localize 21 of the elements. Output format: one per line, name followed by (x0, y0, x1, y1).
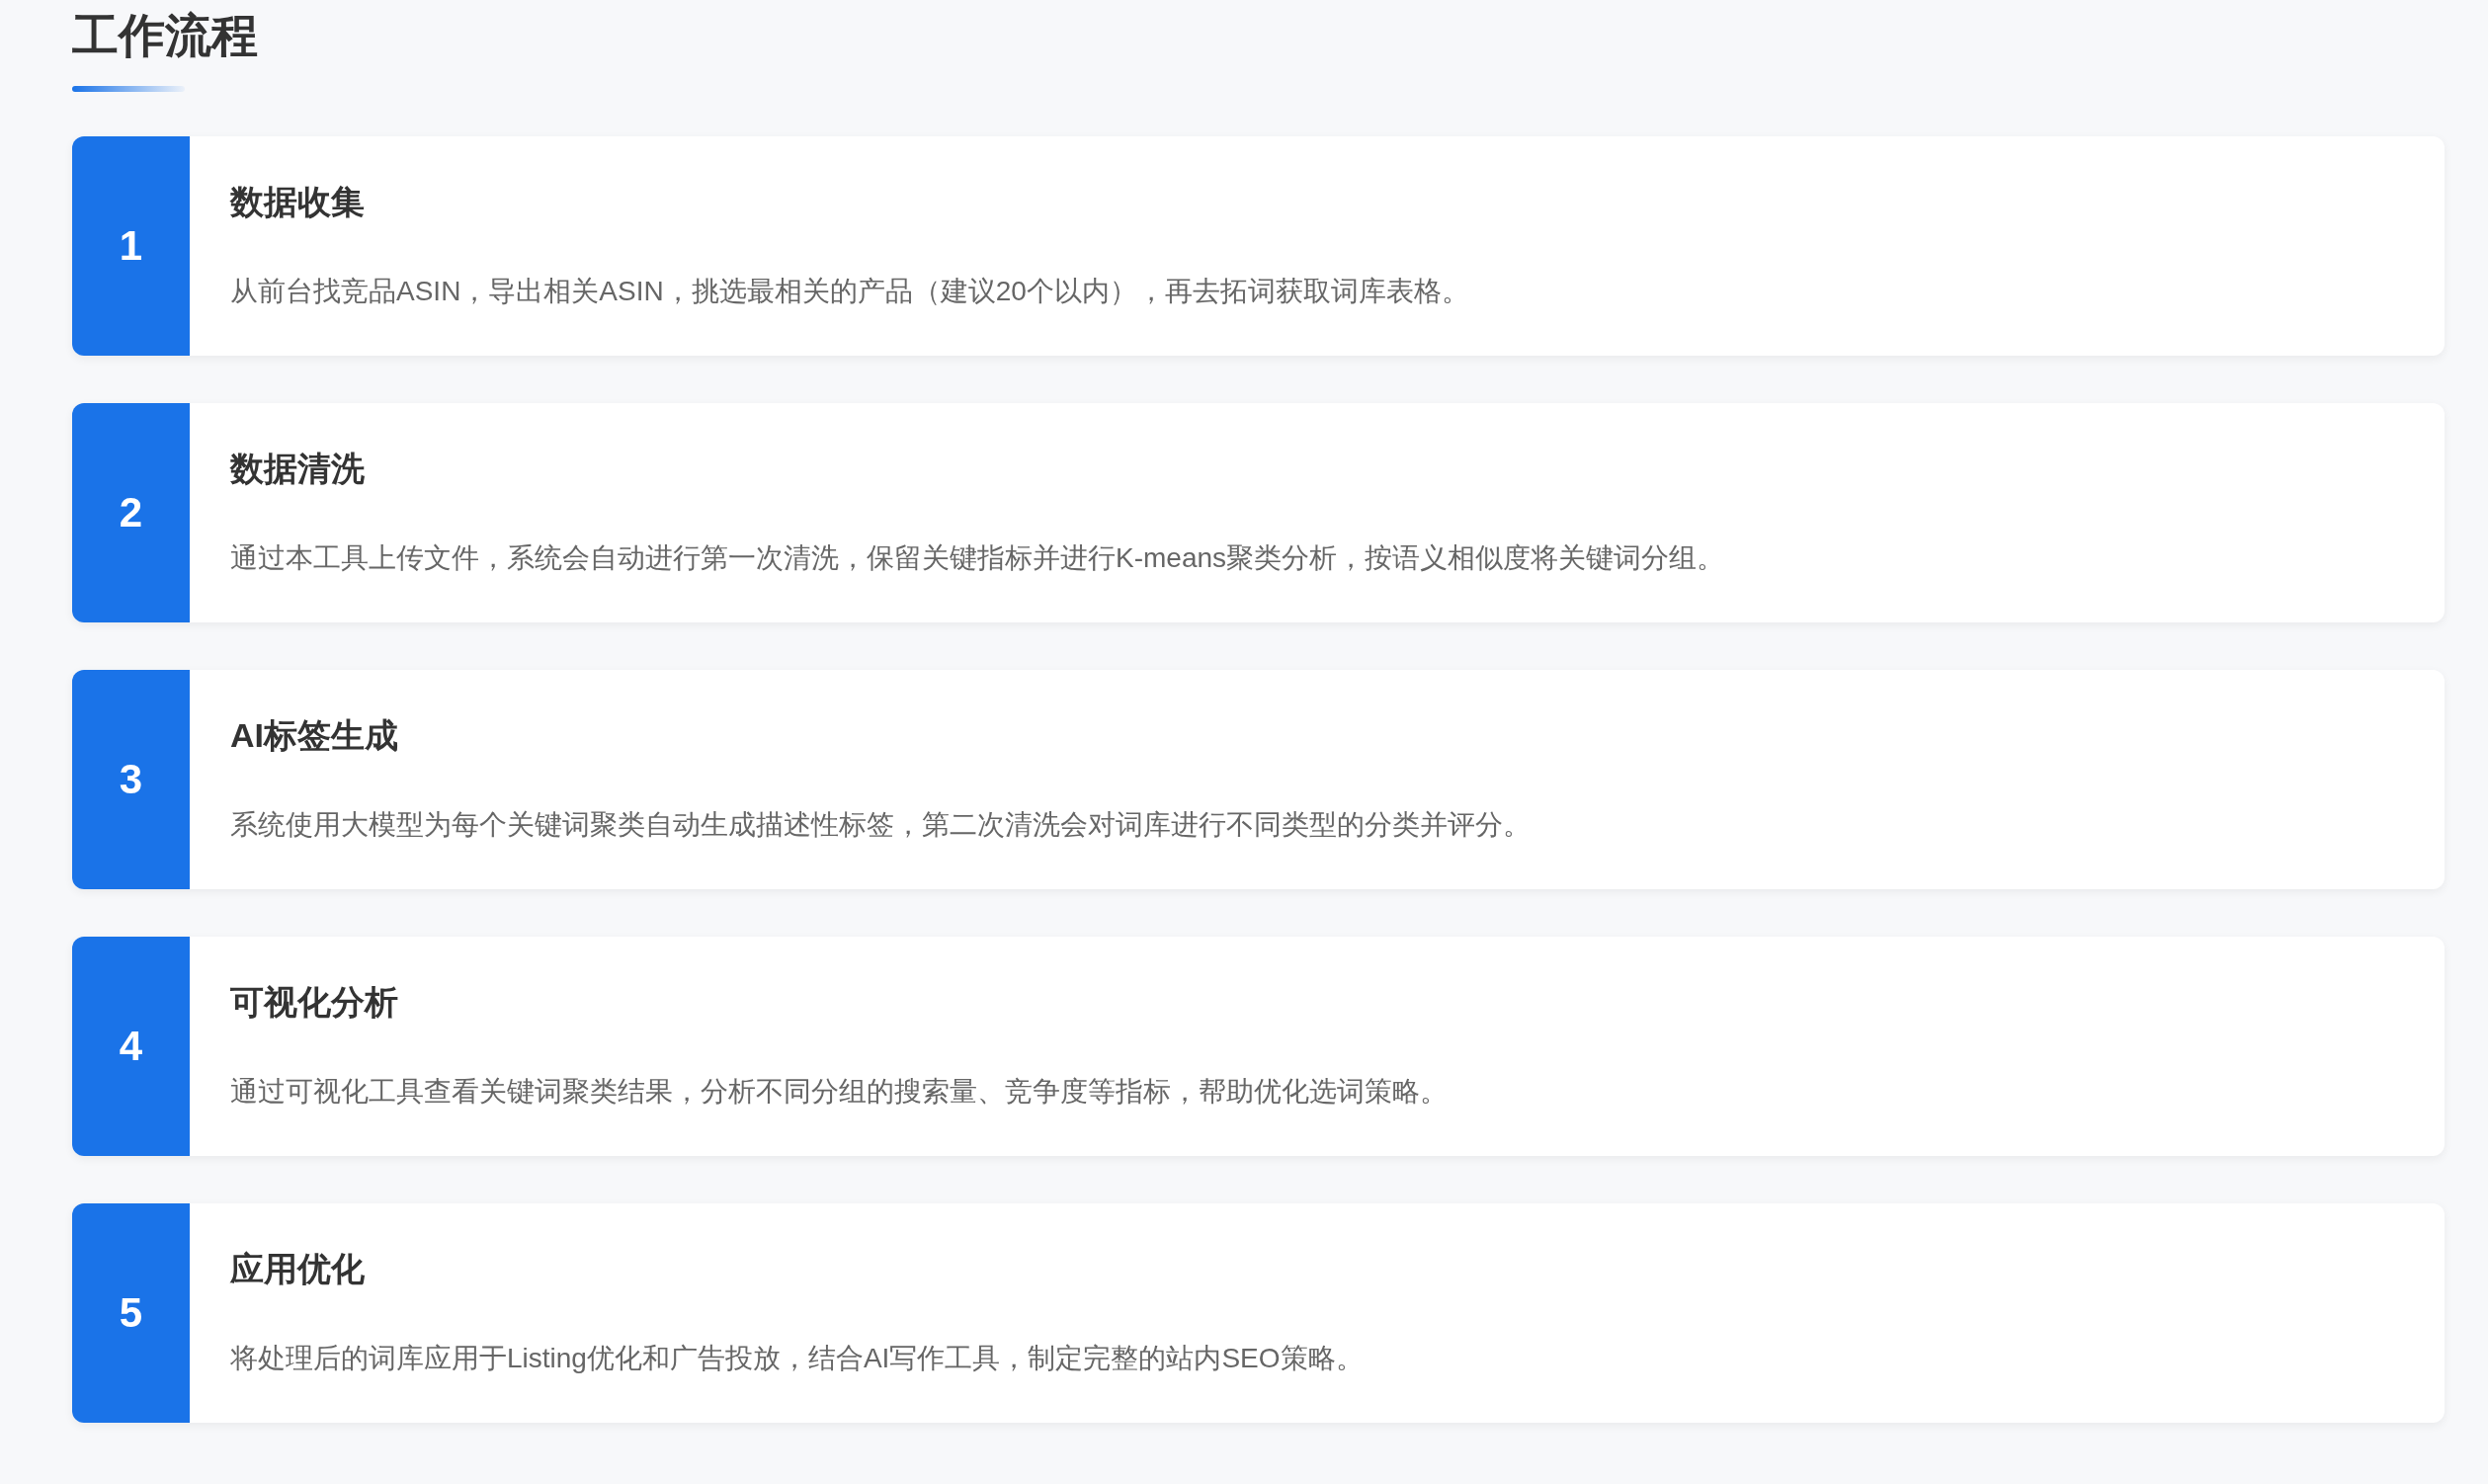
step-card (72, 136, 2445, 356)
page-title: 工作流程 (72, 8, 258, 63)
step-card (72, 1203, 2445, 1423)
step-number: 3 (72, 670, 190, 889)
step-description: 通过可视化工具查看关键词聚类结果，分析不同分组的搜索量、竞争度等指标，帮助优化选词策略。 (230, 1075, 1448, 1109)
step-description: 系统使用大模型为每个关键词聚类自动生成描述性标签，第二次清洗会对词库进行不同类型的分类并评分。 (230, 808, 1531, 842)
step-description: 通过本工具上传文件，系统会自动进行第一次清洗，保留关键指标并进行K-means聚类分析，按语义相似度将关键词分组。 (230, 541, 1725, 575)
step-card (72, 403, 2445, 622)
step-number: 1 (72, 136, 190, 356)
step-number: 2 (72, 403, 190, 622)
step-description: 从前台找竞品ASIN，导出相关ASIN，挑选最相关的产品（建议20个以内），再去拓词获取词库表格。 (230, 275, 1469, 308)
step-card (72, 937, 2445, 1156)
step-description: 将处理后的词库应用于Listing优化和广告投放，结合AI写作工具，制定完整的站内SEO策略。 (230, 1342, 1364, 1375)
step-number: 5 (72, 1203, 190, 1423)
step-title: 应用优化 (230, 1249, 365, 1289)
step-title: 数据收集 (230, 182, 365, 222)
step-number: 4 (72, 937, 190, 1156)
step-title: 数据清洗 (230, 449, 365, 489)
step-title: 可视化分析 (230, 982, 398, 1023)
step-card (72, 670, 2445, 889)
step-title: AI标签生成 (230, 715, 398, 756)
